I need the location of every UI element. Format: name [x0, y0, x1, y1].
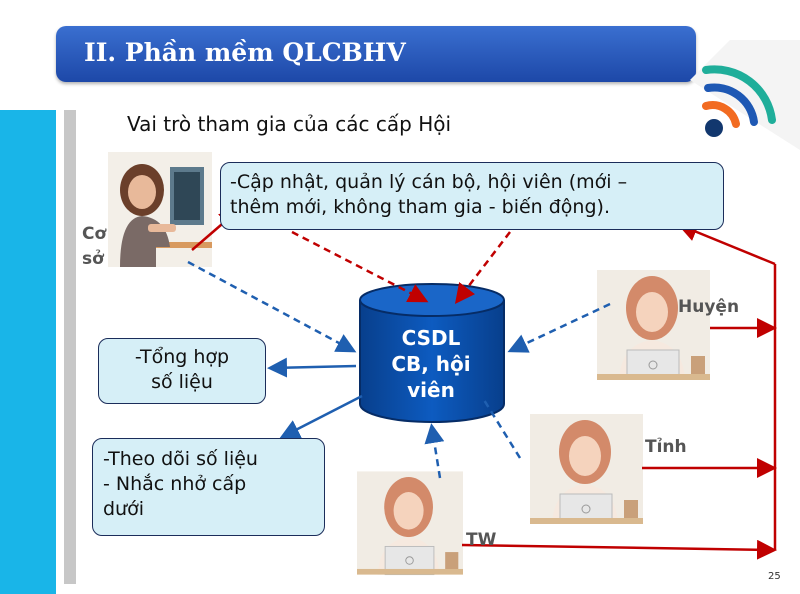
track-box: -Theo dõi số liệu - Nhắc nhở cấp dưới — [92, 438, 325, 536]
role-label-tw: TW — [466, 530, 497, 550]
slide-subtitle: Vai trò tham gia của các cấp Hội — [127, 112, 452, 136]
woman-at-laptop-icon — [357, 471, 463, 576]
woman-at-laptop-icon — [597, 270, 710, 380]
slide-title: II. Phần mềm QLCBHV — [84, 38, 406, 67]
title-bar — [56, 26, 696, 82]
role-label-huyen: Huyện — [678, 297, 740, 317]
woman-at-laptop-icon — [530, 414, 643, 524]
database-label: CSDL CB, hội viên — [391, 326, 471, 402]
update-box: -Cập nhật, quản lý cán bộ, hội viên (mới… — [220, 162, 724, 230]
left-gray-band — [64, 110, 76, 584]
role-label-tinh: Tỉnh — [645, 437, 687, 457]
role-label-coso: Cơ sở — [82, 224, 107, 269]
wifi-signal-icon — [690, 40, 800, 150]
page-number: 25 — [768, 571, 781, 582]
left-accent-band — [0, 110, 56, 594]
summary-box: -Tổng hợp số liệu — [98, 338, 266, 404]
woman-at-computer-icon — [108, 152, 212, 267]
